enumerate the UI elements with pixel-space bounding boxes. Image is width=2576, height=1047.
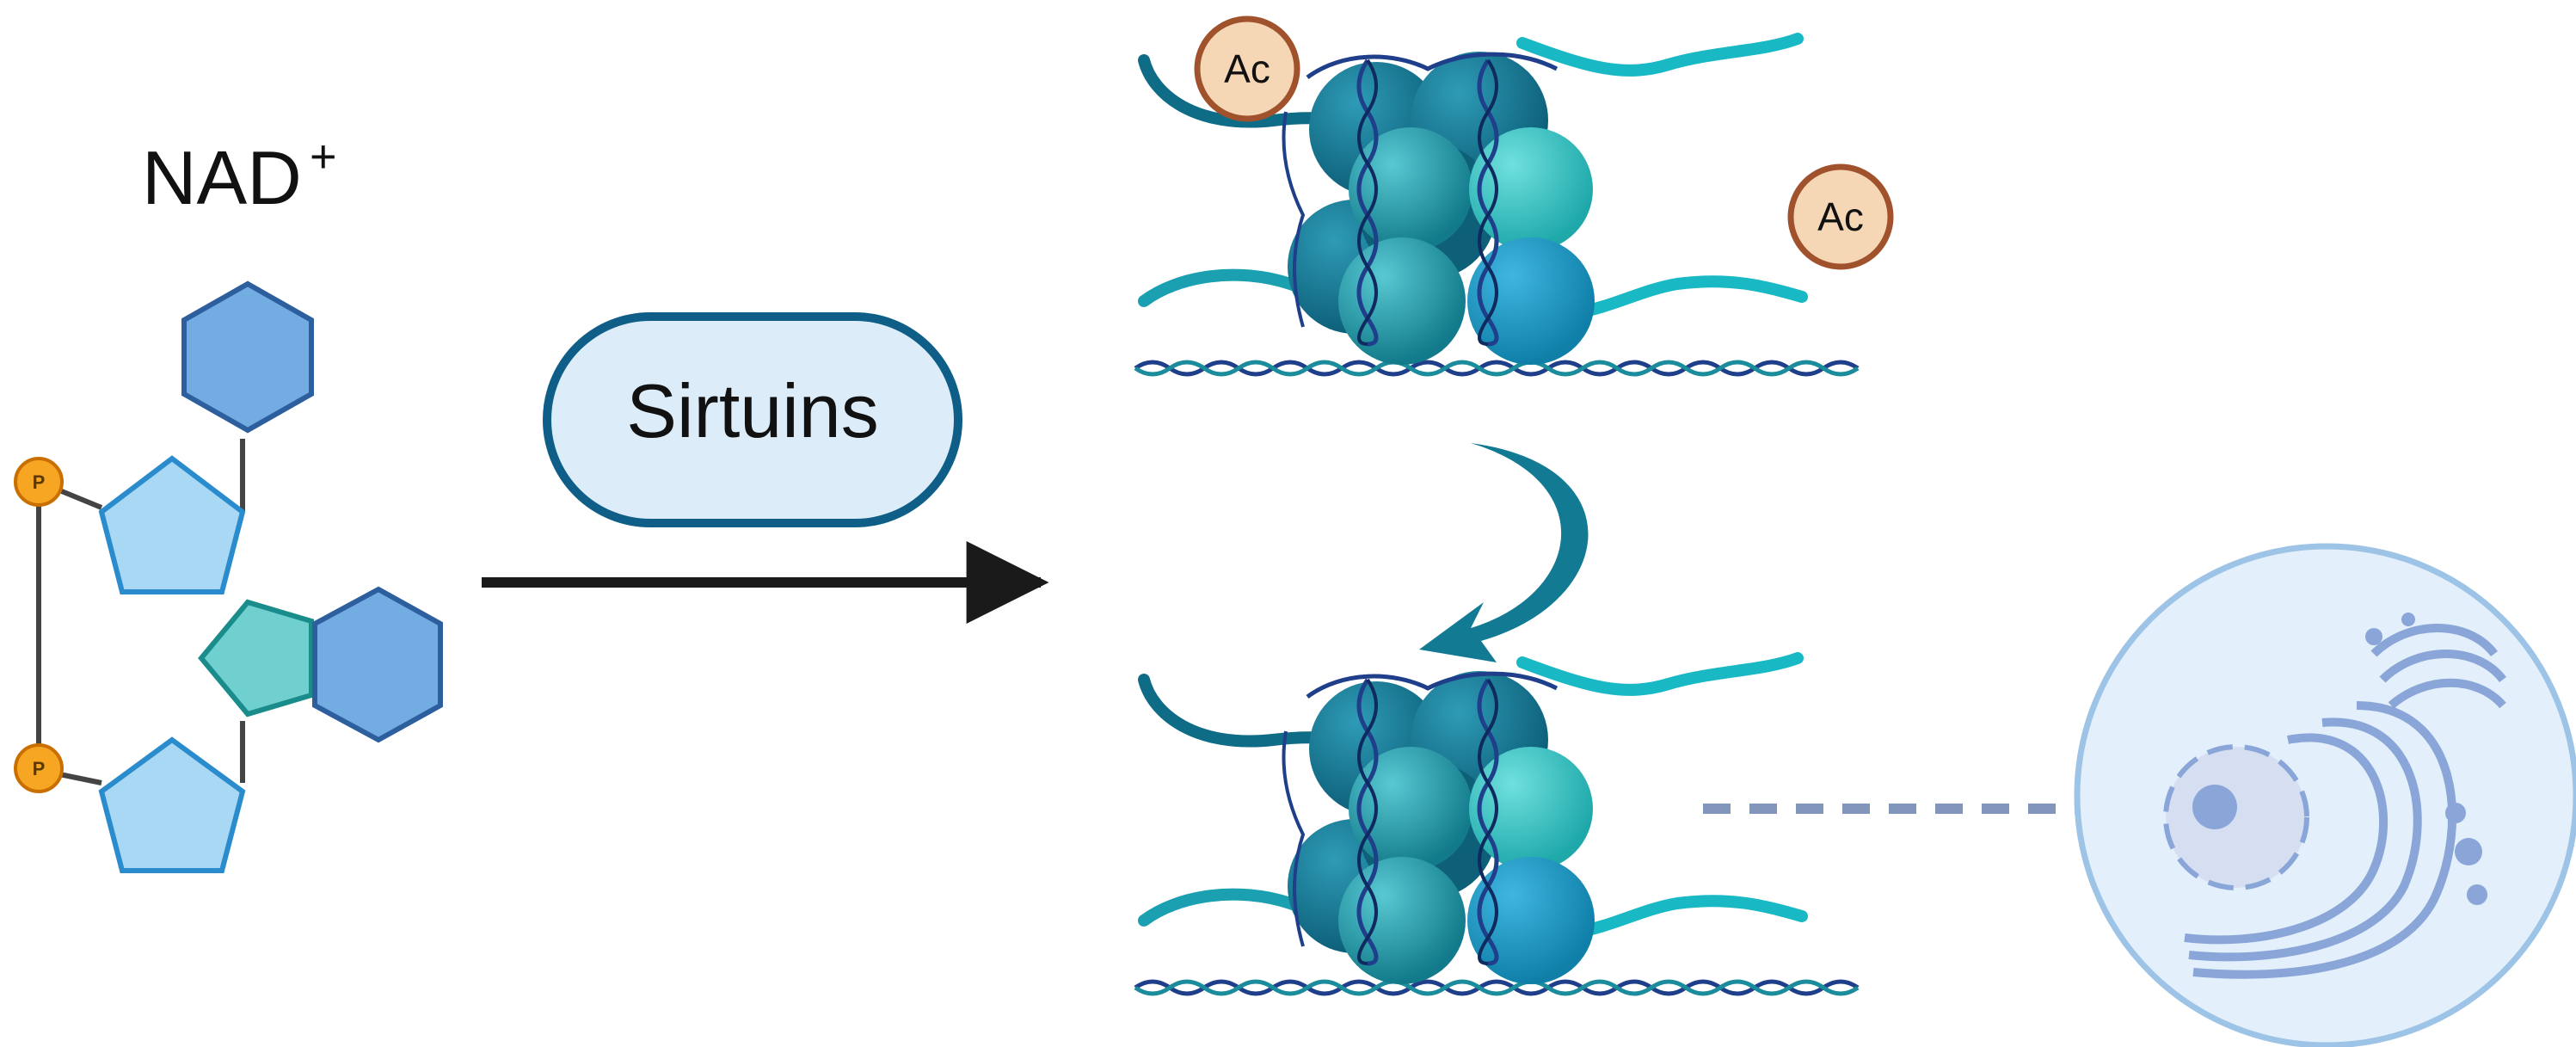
golgi xyxy=(2388,678,2506,709)
phosphate-icon xyxy=(14,457,64,507)
er-fold xyxy=(2192,701,2457,979)
acetyl-group-left: Ac xyxy=(1194,15,1300,122)
vesicle xyxy=(2467,884,2487,905)
sirtuins-enzyme: Sirtuins xyxy=(543,312,962,527)
vesicle xyxy=(2401,613,2415,626)
acetyl-label: Ac xyxy=(1224,46,1270,91)
curved-arrow xyxy=(1419,443,1589,662)
adenine-hexagon xyxy=(312,586,443,743)
nad-superscript: + xyxy=(310,131,337,182)
cell-icon xyxy=(2074,543,2576,1047)
phosphate-label: P xyxy=(33,758,46,779)
acetyl-group-right: Ac xyxy=(1787,163,1894,270)
ribose-pentagon-bottom xyxy=(98,736,246,873)
sirtuins-label: Sirtuins xyxy=(626,368,878,453)
vesicle xyxy=(2445,803,2466,823)
er-fold xyxy=(2184,733,2388,945)
deacetylated-nucleosome xyxy=(1135,658,1858,994)
vesicle xyxy=(2455,838,2482,865)
ribose-pentagon-top xyxy=(98,455,246,594)
er-fold xyxy=(2188,718,2422,962)
adenine-pentagon xyxy=(198,599,314,718)
phosphate-icon xyxy=(14,743,64,793)
acetyl-icon xyxy=(1194,15,1300,122)
golgi xyxy=(2370,624,2498,657)
golgi xyxy=(2379,650,2506,683)
sirtuins-pill xyxy=(543,312,962,527)
cell-membrane xyxy=(2074,543,2576,1047)
vesicle xyxy=(2365,628,2382,645)
nad-molecule: NAD + P P xyxy=(14,131,443,873)
acetyl-label: Ac xyxy=(1817,194,1864,239)
nad-title: NAD xyxy=(142,135,302,220)
nucleolus xyxy=(2192,785,2237,829)
nicotinamide-hexagon xyxy=(181,280,314,434)
acetyl-icon xyxy=(1787,163,1894,270)
nucleus xyxy=(2163,744,2309,890)
phosphate-label: P xyxy=(33,471,46,493)
